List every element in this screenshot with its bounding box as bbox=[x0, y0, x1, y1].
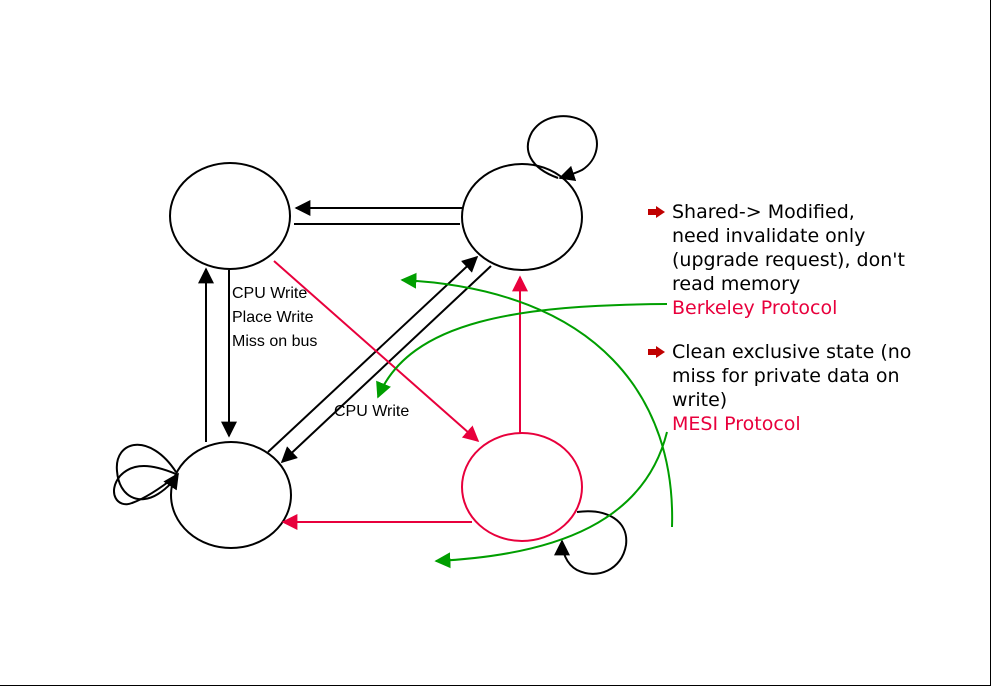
edge-label-cpu-write-miss-3: Miss on bus bbox=[232, 333, 317, 350]
state-top-left bbox=[169, 162, 291, 270]
state-exclusive bbox=[461, 432, 583, 542]
note-berkeley-line-1: Shared-> Modified, bbox=[672, 201, 855, 223]
callout-mesi-lower-curve bbox=[434, 431, 668, 569]
edge-top-right-to-bottom-left bbox=[280, 265, 492, 464]
edge-label-cpu-write-miss-1: CPU Write bbox=[232, 285, 307, 302]
callout-berkeley-curve bbox=[376, 303, 668, 399]
note-mesi-line-3: write) bbox=[672, 389, 728, 411]
self-loop-bottom-left bbox=[113, 465, 177, 506]
edge-bottom-left-to-top-right bbox=[267, 255, 479, 453]
berkeley-protocol-label: Berkeley Protocol bbox=[672, 297, 838, 319]
state-top-right bbox=[461, 163, 583, 271]
edge-top-left-to-exclusive bbox=[273, 260, 480, 443]
arrow-bullet-icon bbox=[648, 206, 665, 218]
edge-label-cpu-write: CPU Write bbox=[334, 403, 409, 420]
callout-mesi-curve bbox=[400, 272, 674, 528]
mesi-protocol-label: MESI Protocol bbox=[672, 413, 801, 435]
note-mesi: Clean exclusive state (no miss for priva… bbox=[648, 340, 978, 436]
protocol-notes: Shared-> Modified, need invalidate only … bbox=[648, 200, 978, 436]
arrow-bullet-icon bbox=[648, 346, 665, 358]
state-bottom-left bbox=[170, 441, 292, 549]
self-loop-bottom-left-shape bbox=[115, 443, 179, 501]
edge-label-cpu-write-miss-2: Place Write bbox=[232, 309, 314, 326]
note-berkeley: Shared-> Modified, need invalidate only … bbox=[648, 200, 978, 320]
note-mesi-line-1: Clean exclusive state (no bbox=[672, 341, 912, 363]
self-loop-exclusive bbox=[554, 510, 628, 575]
note-berkeley-line-4: read memory bbox=[672, 273, 801, 295]
note-berkeley-line-3: (upgrade request), don't bbox=[672, 249, 905, 271]
self-loop-top-right bbox=[527, 115, 598, 182]
note-berkeley-line-2: need invalidate only bbox=[672, 225, 866, 247]
note-mesi-line-2: miss for private data on bbox=[672, 365, 900, 387]
